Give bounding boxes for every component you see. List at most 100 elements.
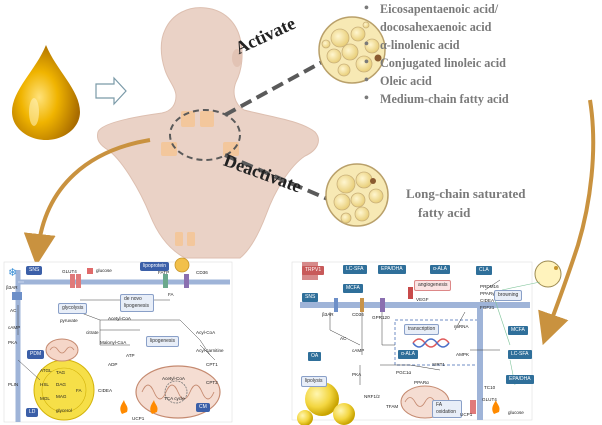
pdm-tag: PDM xyxy=(27,350,45,359)
cd36-right-label: CD36 xyxy=(352,312,364,317)
camp-label: cAMP xyxy=(8,325,21,330)
ucp1-right-label: UCP1 xyxy=(460,412,473,417)
clavicle-fat-patch xyxy=(223,142,239,156)
abdominal-fat-patch xyxy=(187,232,195,246)
fatty-acid-item: Conjugated linoleic acid xyxy=(360,54,600,72)
lcsfa-tag: LC-SFA xyxy=(343,265,367,274)
browning-tag: browning xyxy=(494,290,523,301)
fa-oxidation-tag: FA oxidation xyxy=(432,400,462,418)
mag-label: MAG xyxy=(56,394,67,399)
tfam-label: TFAM xyxy=(386,404,399,409)
neck-fat-patch xyxy=(200,111,214,127)
trpv1-tag: TRPV1 xyxy=(302,266,325,275)
cd36-label: CD36 xyxy=(196,270,208,275)
neck-highlight-circle xyxy=(169,109,241,161)
glut4-label: GLUT4 xyxy=(62,269,77,274)
fgf21-label: FGF21 xyxy=(480,305,495,310)
acyl-carnitine-label: Acyl-carnitine xyxy=(196,348,224,353)
ppargamma-label: PPARγ xyxy=(480,291,495,296)
epa-dha-tag: EPA/DHA xyxy=(378,265,406,274)
intake-arrow-icon xyxy=(95,76,127,106)
ampk-label: AMPK xyxy=(456,352,470,357)
lcsfa-line2: fatty acid xyxy=(418,205,471,220)
left-curve-arrow xyxy=(23,138,151,266)
tag-label: TAG xyxy=(56,370,66,375)
citrate-label: citrate xyxy=(86,330,99,335)
glucose-label: glucose xyxy=(96,268,112,273)
svg-text:❄: ❄ xyxy=(8,266,17,279)
sns-tag: SNS xyxy=(26,266,43,275)
alpha-ala-inner-tag: α-ALA xyxy=(398,350,419,359)
lipogenesis-tag: lipogenesis xyxy=(146,336,180,347)
epa-dha-right-tag: EPA/DHA xyxy=(506,375,534,384)
fatty-acid-item-continued: docosahexaenoic acid xyxy=(360,18,600,36)
activating-fatty-acid-list: Eicosapentaenoic acid/ docosahexaenoic a… xyxy=(360,0,600,108)
atgl-label: ATGL xyxy=(40,368,52,373)
activate-dashed-line xyxy=(224,53,336,117)
lipolysis-tag: lipolysis xyxy=(301,376,327,387)
vegf-label: VEGF xyxy=(416,297,429,302)
prdm16-label: PRDM16 xyxy=(480,284,499,289)
nrf12-label: NRF1/2 xyxy=(364,394,380,399)
pyruvate-label: pyruvate xyxy=(60,318,78,323)
deactivate-dashed-line xyxy=(224,153,331,202)
oil-drop-icon xyxy=(12,45,80,140)
ld-tag: LD xyxy=(26,408,39,417)
pgc1a-label: PGC1α xyxy=(396,370,412,375)
lcsfa-right-tag: LC-SFA xyxy=(508,350,532,359)
mgl-label: MGL xyxy=(40,396,50,401)
cm-tag: CM xyxy=(196,403,210,412)
pka-right-label: PKA xyxy=(352,372,362,377)
right-mechanism-panel xyxy=(291,260,562,425)
mito-acetyl-coa-label: Acetyl-CoA xyxy=(162,376,185,381)
glycolysis-tag: glycolysis xyxy=(58,303,88,314)
mcfa-right-tag: MCFA xyxy=(508,326,528,335)
fatty-acid-item: Oleic acid xyxy=(360,72,600,90)
b3ar-label: β3AR xyxy=(6,285,18,290)
fatty-acid-item: Eicosapentaenoic acid/ xyxy=(360,0,600,18)
hsl-label: HSL xyxy=(40,382,49,387)
clavicle-fat-patch xyxy=(161,142,177,156)
gpr120-label: GPR120 xyxy=(372,315,390,320)
b3ar-right-label: β3AR xyxy=(322,312,334,317)
fa-top-label: FA xyxy=(168,292,174,297)
tca-cycle-label: TCA cycle xyxy=(164,396,185,401)
cidea-right-label: CIDEA xyxy=(480,298,495,303)
ac-right-label: AC xyxy=(340,336,347,341)
oa-tag: OA xyxy=(308,352,322,361)
atp-label: ATP xyxy=(126,353,135,358)
glycerol-label: glycerol xyxy=(56,408,72,413)
fa-label: FA xyxy=(76,388,82,393)
cpt1-label: CPT1 xyxy=(206,362,218,367)
fatp-label: FATP xyxy=(158,270,170,275)
sirt1-label: SIRT1 xyxy=(432,362,445,367)
deactivating-fatty-acid-label: Long-chain saturated fatty acid xyxy=(406,184,586,222)
cpt2-label: CPT2 xyxy=(206,380,218,385)
ac-label: AC xyxy=(10,308,17,313)
acetyl-coa-label: Acetyl-CoA xyxy=(108,316,131,321)
abdominal-fat-patch xyxy=(175,232,183,246)
mcfa-tag: MCFA xyxy=(343,284,363,293)
lcsfa-line1: Long-chain saturated xyxy=(406,186,526,201)
ucp1-label: UCP1 xyxy=(132,416,145,421)
acyl-coa-label: Acyl-CoA xyxy=(196,330,216,335)
glucose-right-label: glucose xyxy=(508,410,524,415)
pka-label: PKA xyxy=(8,340,18,345)
cla-tag: CLA xyxy=(476,266,492,275)
fatty-acid-item: α-linolenic acid xyxy=(360,36,600,54)
transcription-tag: transcription xyxy=(404,324,440,335)
camp-right-label: cAMP xyxy=(352,348,365,353)
de-novo-tag: de novo lipogenesis xyxy=(120,294,154,312)
cidea-label: CIDEA xyxy=(98,388,113,393)
angiogenesis-tag: angiogenesis xyxy=(414,280,452,291)
mirna-label: miRNA xyxy=(454,324,469,329)
ppara-label: PPARα xyxy=(414,380,429,385)
right-curve-arrow xyxy=(538,99,596,346)
dag-label: DAG xyxy=(56,382,66,387)
human-body xyxy=(97,7,319,259)
lipoprotein-tag: lipoprotein xyxy=(140,262,170,271)
plin-label: PLIN xyxy=(8,382,19,387)
alpha-ala-tag: α-ALA xyxy=(430,265,451,274)
adp-label: ADP xyxy=(108,362,118,367)
